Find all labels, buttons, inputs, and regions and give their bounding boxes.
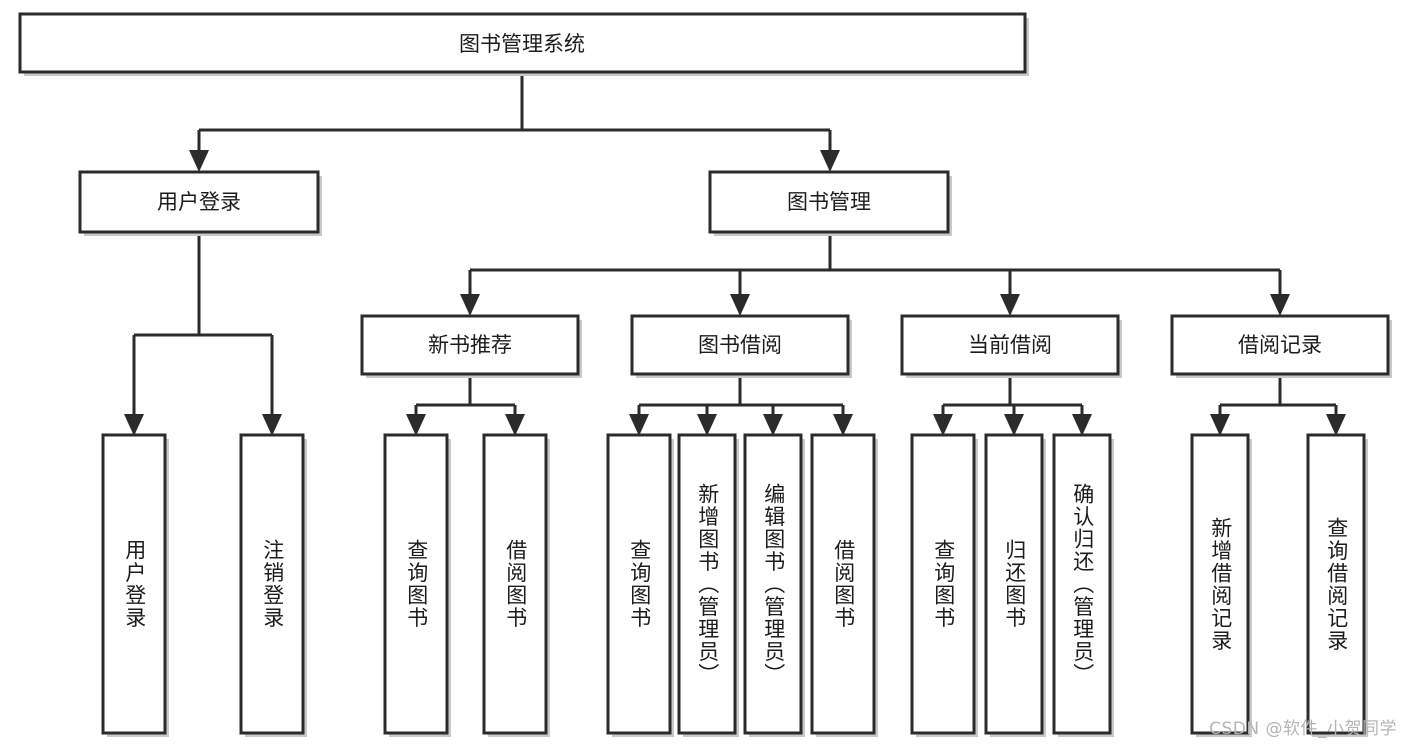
- node-leaf-return-book[interactable]: [984, 433, 1046, 737]
- connector-root-to-level2: [189, 72, 840, 172]
- node-book-borrow-label: 图书借阅: [698, 333, 782, 357]
- node-borrow-record[interactable]: 借阅记录: [1170, 314, 1392, 378]
- connector-currentborrow-to-leaves: [933, 374, 1092, 436]
- node-new-book-rec-label: 新书推荐: [428, 333, 512, 357]
- node-leaf-query-borrow-record[interactable]: [1306, 433, 1368, 737]
- connector-borrowrecord-to-leaves: [1210, 374, 1346, 436]
- node-current-borrow-label: 当前借阅: [968, 333, 1052, 357]
- node-leaf-confirm-return-admin[interactable]: [1052, 433, 1114, 737]
- node-leaf-query-book-borrow[interactable]: [606, 433, 674, 737]
- node-leaf-query-book-rec[interactable]: [383, 433, 451, 737]
- node-new-book-rec[interactable]: 新书推荐: [360, 314, 582, 378]
- node-leaf-add-borrow-record[interactable]: [1190, 433, 1252, 737]
- node-user-login-label: 用户登录: [157, 190, 241, 214]
- node-leaf-borrow-book-rec[interactable]: [482, 433, 550, 737]
- node-book-manage[interactable]: 图书管理: [708, 170, 952, 236]
- node-leaf-user-login[interactable]: [101, 433, 169, 737]
- node-current-borrow[interactable]: 当前借阅: [900, 314, 1122, 378]
- node-borrow-record-label: 借阅记录: [1238, 333, 1322, 357]
- csdn-watermark: CSDN @软件_小贺同学: [1209, 719, 1397, 739]
- node-leaf-edit-book-admin[interactable]: [743, 433, 805, 737]
- connector-newbookrec-to-leaves: [406, 374, 525, 436]
- node-leaf-add-book-admin[interactable]: [677, 433, 739, 737]
- leaf-boxes: [101, 433, 1368, 737]
- node-book-borrow[interactable]: 图书借阅: [630, 314, 852, 378]
- node-book-manage-label: 图书管理: [787, 190, 871, 214]
- node-leaf-user-logout[interactable]: [239, 433, 307, 737]
- connector-userlogin-to-leaves: [124, 232, 282, 436]
- node-leaf-query-book-cur[interactable]: [910, 433, 978, 737]
- connector-bookmanage-to-level3: [460, 232, 1290, 316]
- connector-bookborrow-to-leaves: [629, 374, 853, 436]
- node-user-login[interactable]: 用户登录: [78, 170, 322, 236]
- node-root[interactable]: 图书管理系统: [18, 12, 1029, 76]
- node-root-label: 图书管理系统: [459, 32, 585, 56]
- node-leaf-borrow-book[interactable]: [810, 433, 878, 737]
